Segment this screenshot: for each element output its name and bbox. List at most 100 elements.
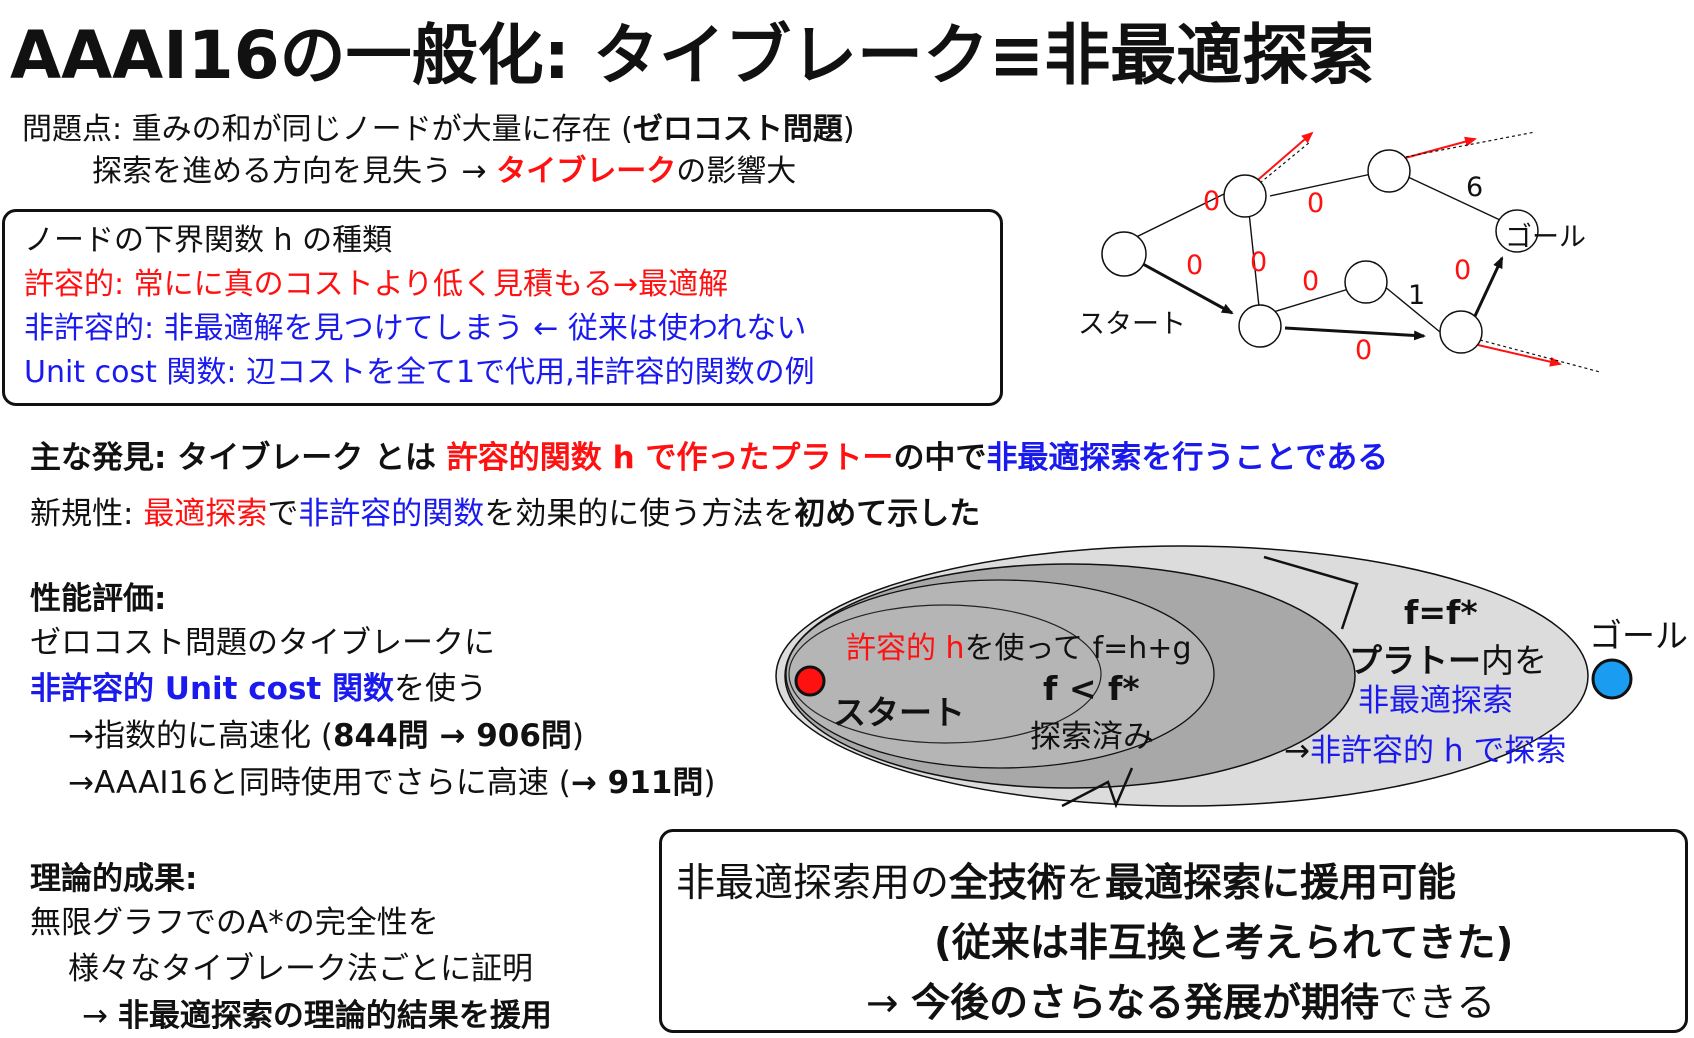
graph-arrow-red xyxy=(1251,131,1314,186)
theory-bold: 非最適探索の理論的結果を援用 xyxy=(117,998,552,1034)
graph-node xyxy=(1367,149,1411,193)
plateau-rest: 内を xyxy=(1481,641,1547,680)
graph-edge xyxy=(1247,202,1261,317)
graph-edge xyxy=(1407,176,1501,221)
performance-text: →AAAI16と同時使用でさらに高速 ( xyxy=(68,765,571,801)
conclusion-text: できる xyxy=(1379,981,1496,1026)
problem-text: 探索を進める方向を見失う → xyxy=(92,154,497,189)
main-finding: 主な発見: タイブレーク とは 許容的関数 h で作ったプラトーの中で非最適探索… xyxy=(30,432,1388,477)
graph-dotted-edge xyxy=(1259,141,1311,184)
explored-label: 探索済み xyxy=(1030,719,1154,755)
conclusion-bold: 今後のさらなる発展が期待 xyxy=(911,981,1380,1026)
f-less-label: f < f* xyxy=(1043,669,1140,708)
performance-heading: 性能評価: xyxy=(30,581,167,617)
zero-cost-problem-text: ゼロコスト問題 xyxy=(632,112,843,147)
graph-arrow-red xyxy=(1393,136,1477,162)
graph-node-goal xyxy=(1495,209,1539,253)
arrow-prefix: → xyxy=(1284,733,1310,769)
suboptimal-search-label: 非最適探索 xyxy=(1358,683,1513,719)
diagram-start-dot xyxy=(794,665,826,697)
conclusion-line-3: → 今後のさらなる発展が期待できる xyxy=(866,972,1495,1028)
performance-bold: 844問 → 906問 xyxy=(332,718,572,754)
conclusion-text: を xyxy=(1066,861,1106,906)
edge-weight: 1 xyxy=(1408,280,1426,311)
inner-ellipse xyxy=(788,604,1102,744)
graph-start-label: スタート xyxy=(1078,309,1186,340)
conclusion-bold: 全技術 xyxy=(949,861,1067,906)
explored-ellipse xyxy=(785,579,1215,769)
edge-weight: 0 xyxy=(1302,266,1320,297)
edge-weight: 6 xyxy=(1466,172,1484,203)
graph-arrow xyxy=(1284,326,1426,341)
conclusion-text: 非最適探索用の xyxy=(676,861,950,906)
plateau-label: プラトー内を xyxy=(1349,634,1547,682)
edge-weight: 0 xyxy=(1355,335,1373,366)
conclusion-box xyxy=(659,829,1688,1033)
diagram-goal-dot xyxy=(1591,658,1633,700)
edge-weight: 0 xyxy=(1250,247,1268,278)
finding-blue: 非最適探索を行うことである xyxy=(986,440,1389,476)
novelty-mid: を効果的に使う方法を xyxy=(484,496,795,532)
admissible-h-red: 許容的 h xyxy=(846,631,965,666)
performance-line-3: →指数的に高速化 (844問 → 906問) xyxy=(68,710,584,755)
unit-cost-highlight: 非許容的 Unit cost 関数 xyxy=(30,671,395,707)
novelty: 新規性: 最適探索で非許容的関数を効果的に使う方法を初めて示した xyxy=(30,488,980,533)
plateau-bold: プラトー xyxy=(1349,641,1481,680)
problem-text: 問題点: 重みの和が同じノードが大量に存在 ( xyxy=(22,112,633,147)
graph-edge xyxy=(1383,285,1441,333)
theory-line-2: 様々なタイブレーク法ごとに証明 xyxy=(68,951,533,987)
conclusion-arrow: → xyxy=(866,981,912,1026)
inadmissible-description: 非許容的: 非最適解を見つけてしまう ← 従来は使われない xyxy=(24,311,807,346)
zigzag-pointer-bottom xyxy=(1061,767,1134,809)
conclusion-bold: 最適探索に援用可能 xyxy=(1105,861,1457,906)
finding-mid: の中で xyxy=(893,440,987,476)
unit-cost-description: Unit cost 関数: 辺コストを全て1で代用,非許容的関数の例 xyxy=(24,355,815,390)
graph-node-start xyxy=(1101,231,1147,277)
graph-arrow xyxy=(1140,261,1234,315)
diagram-start-label: スタート xyxy=(833,693,965,732)
zigzag-pointer-top xyxy=(1263,555,1359,630)
graph-arrow-red xyxy=(1477,344,1562,367)
performance-text-suffix: ) xyxy=(703,765,716,801)
finding-red: 許容的関数 h で作ったプラトー xyxy=(446,440,894,476)
problem-text-suffix: の影響大 xyxy=(676,154,797,189)
graph-goal-label: ゴール xyxy=(1505,222,1586,253)
graph-node xyxy=(1344,260,1388,304)
problem-text-suffix: ) xyxy=(842,112,855,147)
edge-weight: 0 xyxy=(1203,186,1221,217)
performance-bold: → 911問 xyxy=(570,765,704,801)
problem-line-1: 問題点: 重みの和が同じノードが大量に存在 (ゼロコスト問題) xyxy=(22,104,855,148)
edge-weight: 0 xyxy=(1454,255,1472,286)
theory-arrow: → xyxy=(82,998,118,1034)
problem-line-2: 探索を進める方向を見失う → タイブレークの影響大 xyxy=(92,146,796,190)
novelty-blue: 非許容的関数 xyxy=(298,496,485,532)
admissible-h-text: 許容的 hを使って f=h+g xyxy=(846,623,1192,667)
admissible-h-rest: を使って f=h+g xyxy=(964,631,1192,666)
graph-dotted-edge xyxy=(1479,339,1601,373)
conclusion-line-1: 非最適探索用の全技術を最適探索に援用可能 xyxy=(676,852,1456,908)
performance-line-2: 非許容的 Unit cost 関数を使う xyxy=(30,663,487,708)
performance-line-4: →AAAI16と同時使用でさらに高速 (→ 911問) xyxy=(68,757,715,802)
heuristic-types-box xyxy=(2,209,1003,406)
theory-line-1: 無限グラフでのA*の完全性を xyxy=(30,905,439,941)
edge-weight: 0 xyxy=(1186,250,1204,281)
novelty-prefix: 新規性: xyxy=(30,496,144,532)
performance-text-suffix: ) xyxy=(571,718,585,754)
graph-edge xyxy=(1123,193,1225,244)
f-equal-label: f=f* xyxy=(1404,593,1478,632)
graph-dotted-edge xyxy=(1399,131,1536,159)
performance-line-1: ゼロコスト問題のタイブレークに xyxy=(30,625,495,661)
finding-prefix: 主な発見: タイブレーク とは xyxy=(30,440,447,476)
graph-node xyxy=(1238,304,1282,348)
graph-arrow xyxy=(1473,256,1504,317)
graph-node xyxy=(1439,310,1483,354)
inadmissible-search-label: →非許容的 h で探索 xyxy=(1284,725,1566,770)
diagram-goal-label: ゴール xyxy=(1589,616,1688,655)
admissible-description: 許容的: 常にに真のコストより低く見積もる→最適解 xyxy=(24,267,729,302)
edge-weight: 0 xyxy=(1307,188,1325,219)
performance-line-2-suffix: を使う xyxy=(394,671,488,707)
graph-node xyxy=(1223,174,1267,218)
theory-line-3: → 非最適探索の理論的結果を援用 xyxy=(82,990,552,1035)
